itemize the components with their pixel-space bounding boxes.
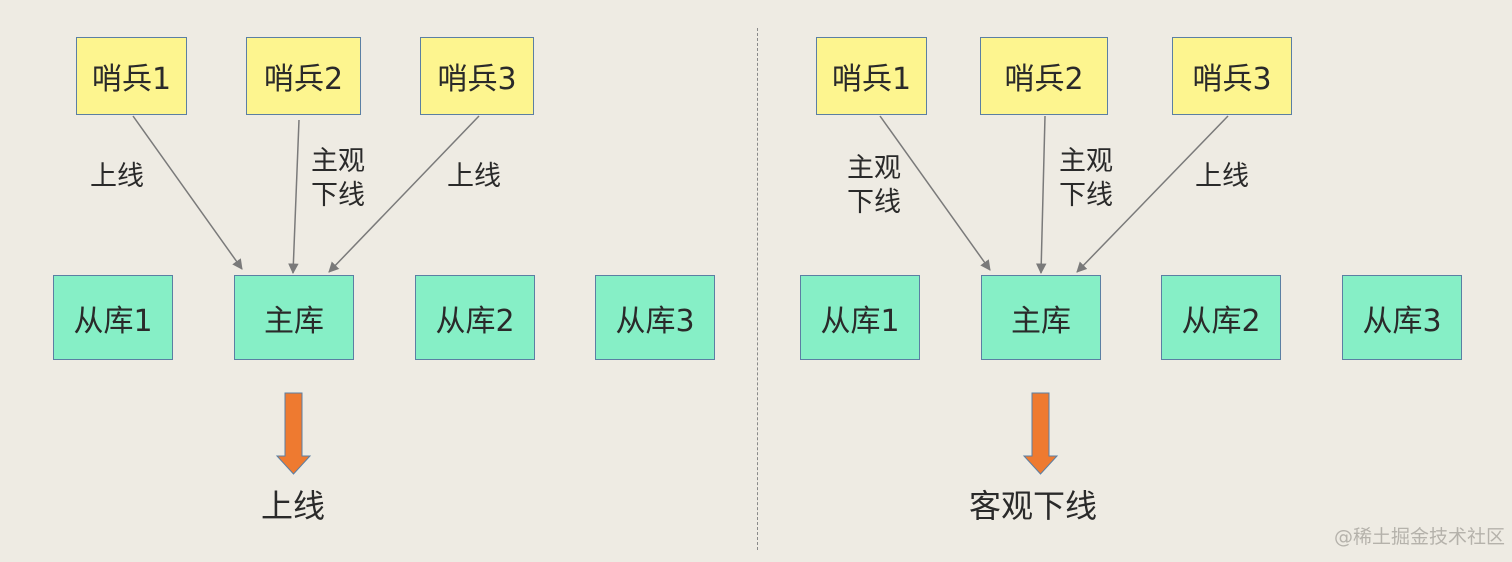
right-edge-label-s1-line1: 主观	[847, 153, 901, 184]
left-sentinel-1: 哨兵1	[76, 37, 187, 115]
arrow-left-s1-master	[132, 115, 243, 270]
down-arrow-right	[1022, 392, 1059, 475]
arrow-left-s3-master	[328, 115, 480, 273]
right-replica-2: 从库2	[1161, 275, 1281, 360]
left-result-label: 上线	[261, 487, 326, 525]
right-sentinel-1: 哨兵1	[816, 37, 927, 115]
right-replica-3: 从库3	[1342, 275, 1462, 360]
left-edge-label-s2-line2: 下线	[311, 180, 365, 211]
right-master: 主库	[981, 275, 1101, 360]
right-result-label: 客观下线	[969, 487, 1098, 525]
arrow-right-s1-master	[879, 115, 991, 271]
panel-divider	[757, 28, 758, 550]
arrow-right-s3-master	[1076, 115, 1229, 273]
right-edge-label-s2-line2: 下线	[1059, 180, 1113, 211]
right-replica-1: 从库1	[800, 275, 920, 360]
right-sentinel-3: 哨兵3	[1172, 37, 1292, 115]
watermark: @稀土掘金技术社区	[1334, 526, 1506, 548]
left-sentinel-3: 哨兵3	[420, 37, 534, 115]
left-sentinel-2: 哨兵2	[246, 37, 361, 115]
right-sentinel-2: 哨兵2	[980, 37, 1108, 115]
left-replica-3: 从库3	[595, 275, 715, 360]
right-edge-label-s2-line1: 主观	[1059, 146, 1113, 177]
down-arrow-left	[275, 392, 312, 475]
left-edge-label-s3: 上线	[447, 161, 501, 192]
arrow-right-s2-master	[1035, 115, 1047, 275]
left-replica-1: 从库1	[53, 275, 173, 360]
arrow-left-s2-master	[288, 119, 300, 275]
left-replica-2: 从库2	[415, 275, 535, 360]
left-edge-label-s2-line1: 主观	[311, 146, 365, 177]
left-master: 主库	[234, 275, 354, 360]
left-edge-label-s1: 上线	[90, 161, 144, 192]
right-edge-label-s1-line2: 下线	[847, 187, 901, 218]
right-edge-label-s3: 上线	[1195, 161, 1249, 192]
